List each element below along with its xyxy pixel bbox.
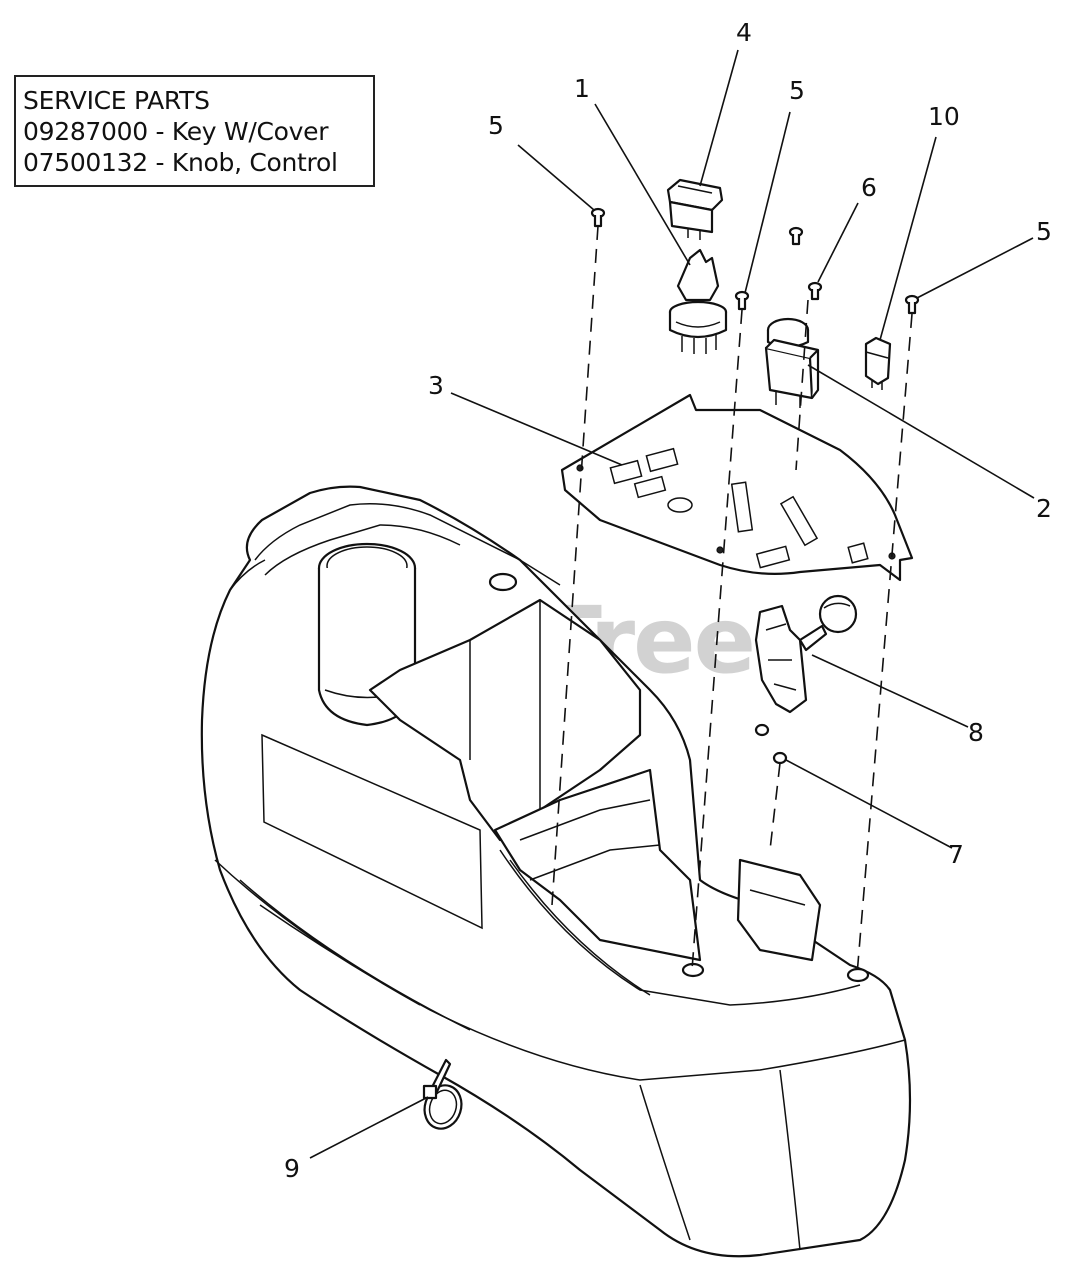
small-switch xyxy=(864,336,892,390)
callout-1: 1 xyxy=(574,74,590,103)
screw-right xyxy=(904,294,920,315)
nut-part-7 xyxy=(754,723,788,765)
service-part-key-cover: 09287000 - Key W/Cover xyxy=(23,117,329,146)
control-lever xyxy=(754,594,858,714)
cable-tie xyxy=(422,1058,463,1130)
rocker-switch xyxy=(666,178,724,240)
callout-6: 6 xyxy=(861,173,877,202)
callout-9: 9 xyxy=(284,1154,300,1183)
screw-part-6 xyxy=(788,226,823,301)
callout-4: 4 xyxy=(736,18,752,47)
callout-2: 2 xyxy=(1036,494,1052,523)
leader-lines xyxy=(309,49,1035,1159)
callout-5-right: 5 xyxy=(1036,217,1052,246)
callout-8: 8 xyxy=(968,718,984,747)
service-part-control-knob: 07500132 - Knob, Control xyxy=(23,148,338,177)
service-parts-title: SERVICE PARTS xyxy=(23,86,210,115)
callout-10: 10 xyxy=(928,102,960,131)
callout-5-left: 5 xyxy=(488,111,504,140)
callouts: 1 2 3 4 5 5 5 6 7 8 9 10 xyxy=(284,18,1052,1183)
screw-middle xyxy=(734,290,750,311)
callout-7: 7 xyxy=(948,840,964,869)
assembly-lines xyxy=(551,225,913,976)
mounting-plate xyxy=(560,393,914,582)
ignition-switch xyxy=(668,248,728,354)
callout-5-middle: 5 xyxy=(789,76,805,105)
service-parts-box: SERVICE PARTS 09287000 - Key W/Cover 075… xyxy=(14,75,375,187)
fasteners xyxy=(590,207,920,765)
callout-3: 3 xyxy=(428,371,444,400)
pto-switch xyxy=(764,317,820,408)
console-housing xyxy=(200,485,912,1258)
screw-left xyxy=(590,207,606,228)
